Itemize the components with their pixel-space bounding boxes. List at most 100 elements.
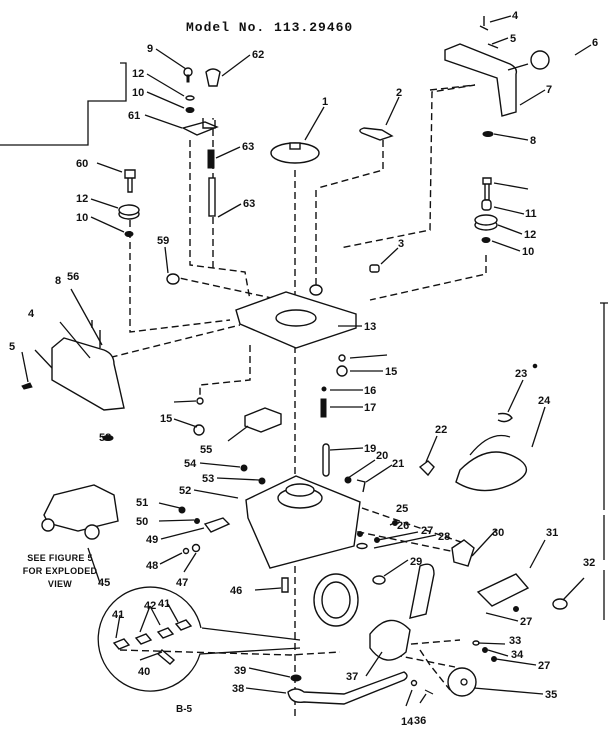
callout-27c: 27 xyxy=(538,660,550,672)
callout-35: 35 xyxy=(545,689,557,701)
callout-58: 61 xyxy=(128,110,140,122)
callout-20: 20 xyxy=(376,450,388,462)
callout-60: 63 xyxy=(242,141,254,153)
part-nut-45 xyxy=(191,543,201,553)
assembly-dash-lines xyxy=(99,84,487,720)
callout-31: 31 xyxy=(546,527,558,539)
part-plunger-41a xyxy=(112,638,131,650)
callout-4b: 56 xyxy=(67,271,79,283)
callout-15b: 15 xyxy=(160,413,172,425)
part-washer-28 xyxy=(356,542,368,550)
callout-labels: 9 62 12 10 61 63 63 60 12 10 1 2 3 4 5 6… xyxy=(9,10,598,728)
callout-3: 3 xyxy=(398,238,404,250)
callout-59: 62 xyxy=(252,49,264,61)
part-motor-bracket-50 xyxy=(245,475,361,569)
callout-10c: 10 xyxy=(522,246,534,258)
part-pin-19 xyxy=(322,443,330,477)
part-screw-54 xyxy=(21,382,33,390)
callout-2: 2 xyxy=(396,87,402,99)
callout-53: 55 xyxy=(200,444,212,456)
part-washer-46 xyxy=(182,547,190,555)
callout-21: 21 xyxy=(392,458,404,470)
part-switch-key-32 xyxy=(552,598,568,610)
note-line-1: SEE FIGURE 5 xyxy=(27,553,93,563)
part-washer-48 xyxy=(194,518,200,524)
callout-38: 38 xyxy=(232,683,244,695)
callout-55: 4 xyxy=(28,308,35,320)
page-bracket-left xyxy=(0,62,127,146)
callout-61: 63 xyxy=(243,198,255,210)
callout-42: 42 xyxy=(144,600,156,612)
part-plug-22 xyxy=(418,460,435,477)
part-spring-17 xyxy=(320,398,327,418)
part-lockwasher-14 xyxy=(185,95,195,101)
callout-28: 28 xyxy=(438,531,450,543)
callout-25: 25 xyxy=(396,503,408,515)
callout-6: 6 xyxy=(592,37,598,49)
part-spring-42a xyxy=(134,633,153,645)
part-shaft-61 xyxy=(208,177,216,217)
callout-8b: 58 xyxy=(99,432,111,444)
callout-4: 4 xyxy=(512,10,519,22)
callout-43: 45 xyxy=(98,577,110,589)
part-bracket-58 xyxy=(181,118,219,136)
parts xyxy=(21,16,568,705)
callout-9: 9 xyxy=(147,43,153,55)
part-spring-42b xyxy=(156,627,175,639)
callout-5: 5 xyxy=(510,33,516,45)
part-plunger-41b xyxy=(174,619,193,631)
model-number-title: Model No. 113.29460 xyxy=(186,20,354,35)
callout-14b: 14 xyxy=(401,716,414,728)
callout-44: 46 xyxy=(230,585,242,597)
part-clamp-23 xyxy=(497,412,513,423)
part-bushing-47 xyxy=(203,517,231,533)
part-screw-49 xyxy=(178,506,186,514)
part-knob-35 xyxy=(447,667,477,697)
part-guard-7 xyxy=(444,43,518,117)
callout-56: 59 xyxy=(157,235,169,247)
page-border-right xyxy=(600,302,608,620)
callout-47: 49 xyxy=(146,534,158,546)
callout-41a: 41 xyxy=(112,609,124,621)
part-screw-52 xyxy=(240,464,248,472)
callout-12b: 12 xyxy=(524,229,536,241)
part-bolt-57 xyxy=(124,169,136,193)
callout-19: 19 xyxy=(364,443,376,455)
callout-27b: 27 xyxy=(520,616,532,628)
callout-51: 53 xyxy=(202,473,214,485)
part-cord-24 xyxy=(455,451,528,492)
callout-24: 24 xyxy=(538,395,551,407)
part-nut-51 xyxy=(258,477,266,485)
callout-32: 32 xyxy=(583,557,595,569)
callout-33: 33 xyxy=(509,635,521,647)
part-nut-20 xyxy=(344,476,352,484)
note-line-3: VIEW xyxy=(47,579,73,589)
inset-detail xyxy=(97,586,301,692)
leader-lines xyxy=(21,15,592,707)
part-washer-39 xyxy=(290,674,302,682)
part-bolt-44 xyxy=(281,577,289,593)
callout-54: 5 xyxy=(9,341,15,353)
part-key-3 xyxy=(369,264,380,273)
part-screw-21 xyxy=(356,479,366,493)
callout-22: 22 xyxy=(435,424,447,436)
part-knob-6 xyxy=(530,50,550,70)
part-lockwasher-34 xyxy=(482,647,488,653)
part-washer-10c xyxy=(481,237,491,243)
part-screw-4a xyxy=(479,16,489,31)
callout-11: 11 xyxy=(525,208,537,220)
part-stud-56 xyxy=(166,273,180,285)
callout-57: 60 xyxy=(76,158,88,170)
callout-26: 26 xyxy=(397,520,409,532)
part-clip-29 xyxy=(372,575,386,585)
part-clamp-53 xyxy=(244,407,282,433)
callout-1: 1 xyxy=(322,96,328,108)
callout-27: 27 xyxy=(421,525,433,537)
part-lever-2 xyxy=(359,127,394,141)
callout-45: 47 xyxy=(176,577,188,589)
part-washer-26 xyxy=(357,531,363,537)
callout-5b: 8 xyxy=(55,275,61,287)
callout-7: 7 xyxy=(546,84,552,96)
part-switch-30 xyxy=(451,539,475,567)
